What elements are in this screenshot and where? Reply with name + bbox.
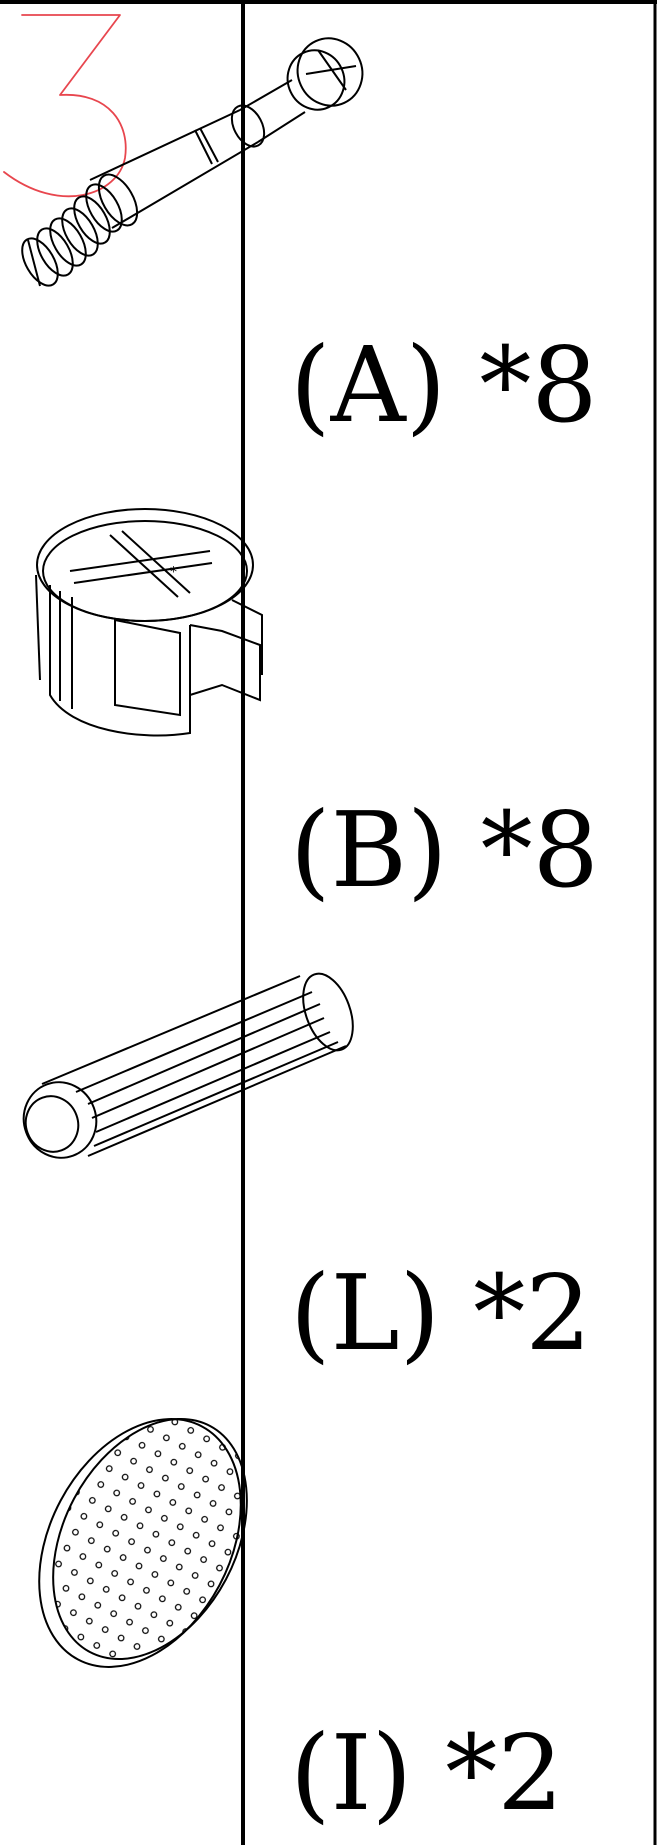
svg-text:⁎: ⁎	[170, 560, 177, 576]
part-label-b: (B) *8	[290, 789, 599, 911]
part-label-l: (L) *2	[290, 1252, 592, 1374]
step-number-3	[3, 14, 127, 198]
cam-lock-nut-icon: ⁎	[35, 508, 263, 737]
cam-bolt-icon	[21, 37, 364, 287]
part-label-a: (A) *8	[290, 324, 598, 446]
wooden-dowel-icon	[22, 972, 354, 1159]
part-label-i: (I) *2	[290, 1712, 564, 1834]
cover-cap-icon	[38, 1417, 248, 1668]
